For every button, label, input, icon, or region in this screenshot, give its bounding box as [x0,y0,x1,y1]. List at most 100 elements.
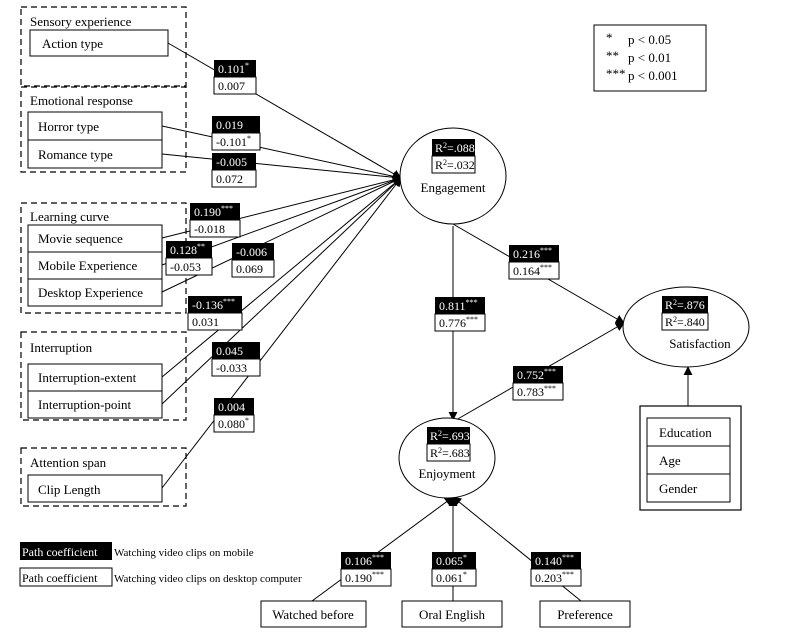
coef-enj-sat-desktop: 0.783*** [517,384,556,399]
group-interruption: Interruption [20,331,187,421]
enjoyment-r2-desktop: R2=.683 [430,446,470,460]
engagement-r2-desktop: R2=.032 [435,158,475,172]
var-desktop-experience-label: Desktop Experience [38,285,143,300]
var-movie-sequence: Movie sequence [27,224,163,253]
coef-mobile-exp-mobile: 0.128** [170,242,205,257]
group-emotional-label: Emotional response [30,93,133,108]
var-oral-english-label: Oral English [419,607,486,622]
path-key-mobile-text: Watching video clips on mobile [114,547,254,559]
path-key-desktop-box: Path coefficient [22,571,98,585]
arrow-romance-engagement [161,153,402,182]
coef-preference: 0.140*** 0.203*** [530,552,582,587]
coef-preference-desktop: 0.203*** [535,570,574,585]
var-mobile-experience-label: Mobile Experience [38,258,137,273]
legend-stars-1: * [606,30,613,45]
var-horror-label: Horror type [38,119,99,134]
coef-int-extent-desktop: 0.031 [192,315,219,329]
coef-movie-seq: 0.190*** -0.018 [189,203,241,238]
path-key: Path coefficient Watching video clips on… [19,542,302,587]
coef-romance: -0.005 0.072 [211,153,257,188]
coef-watched-mobile: 0.106*** [345,553,384,568]
var-education-label: Education [659,425,712,440]
var-horror: Horror type [27,111,163,141]
coef-eng-sat: 0.216*** 0.164*** [508,245,560,280]
var-oral-english: Oral English [401,600,503,628]
coefficient-labels: 0.101* 0.007 0.019-0.101* -0.005 0.072 0.190*… [165,60,582,587]
coef-action-mobile: 0.101* [218,61,249,76]
coef-eng-sat-desktop: 0.164*** [513,263,552,278]
var-mobile-experience: Mobile Experience [27,251,163,280]
group-learning-label: Learning curve [30,209,109,224]
var-watched-before: Watched before [260,600,367,628]
control-variables: Education Age Gender [639,405,742,511]
legend-stars-2: ** [606,48,619,63]
structural-arrows [311,223,693,602]
satisfaction-label: Satisfaction [669,336,731,351]
path-key-mobile-box: Path coefficient [22,545,98,559]
coef-int-extent: -0.136***0.031 [187,296,243,331]
coef-int-point-mobile: 0.045 [216,344,243,358]
var-clip-length-label: Clip Length [38,482,101,497]
group-interruption-label: Interruption [30,340,93,355]
coef-watched-desktop: 0.190*** [345,570,384,585]
var-interruption-extent-label: Interruption-extent [38,370,137,385]
coef-action-desktop: 0.007 [218,79,245,93]
coef-action: 0.101* 0.007 [213,60,257,95]
group-attention-label: Attention span [30,455,107,470]
arrow-intextent-engagement [161,177,402,378]
var-desktop-experience: Desktop Experience [27,278,163,307]
var-age-label: Age [659,453,681,468]
var-preference: Preference [539,600,631,628]
coef-eng-enj-desktop: 0.776*** [439,315,478,330]
coef-oral-mobile: 0.065* [436,553,467,568]
significance-legend: * p < 0.05 ** p < 0.01 *** p < 0.001 [593,24,707,92]
var-preference-label: Preference [557,607,613,622]
coef-eng-sat-mobile: 0.216*** [513,246,552,261]
legend-stars-3: *** [606,66,626,81]
coef-eng-enj: 0.811*** 0.776*** [434,297,486,332]
coef-movie-seq-mobile: 0.190*** [194,204,233,219]
node-satisfaction: R2=.876 R2=.840 Satisfaction [622,286,750,368]
coef-horror: 0.019-0.101* [211,116,261,151]
arrow-cliplength-engagement [161,177,402,489]
path-key-desktop-text: Watching video clips on desktop computer [114,573,302,585]
coef-horror-desktop: -0.101* [216,134,251,149]
group-attention: Attention span [20,447,187,507]
var-interruption-extent: Interruption-extent [27,363,163,392]
coef-mobile-exp: 0.128** -0.053 [165,241,213,276]
coef-mobile-exp-desktop: -0.053 [170,260,201,274]
enjoyment-label: Enjoyment [418,466,475,481]
coef-clip-length-mobile: 0.004 [218,400,245,414]
coef-eng-enj-mobile: 0.811*** [439,298,478,313]
engagement-r2-mobile: R2=.088 [435,141,475,155]
group-sensory: Sensory experience [20,6,187,87]
coef-romance-desktop: 0.072 [216,172,243,186]
legend-text-1: p < 0.05 [628,32,671,47]
coef-enj-sat-mobile: 0.752*** [517,367,556,382]
arrow-watched-enjoyment [311,496,454,602]
satisfaction-r2-desktop: R2=.840 [665,315,705,329]
var-clip-length: Clip Length [27,474,163,503]
var-watched-before-label: Watched before [272,607,354,622]
satisfaction-r2-mobile: R2=.876 [665,298,705,312]
coef-enj-sat: 0.752*** 0.783*** [512,366,564,401]
var-interruption-point-label: Interruption-point [38,397,132,412]
coef-oral-desktop: 0.061* [436,570,467,585]
coef-int-point: 0.045 -0.033 [211,342,261,377]
coef-clip-length-desktop: 0.080* [218,416,249,431]
enjoyment-r2-mobile: R2=.693 [430,429,470,443]
var-gender-label: Gender [659,481,698,496]
coef-int-point-desktop: -0.033 [216,361,247,375]
node-enjoyment: R2=.693 R2=.683 Enjoyment [398,417,496,499]
coef-romance-mobile: -0.005 [216,155,247,169]
coef-watched: 0.106*** 0.190*** [340,552,392,587]
var-action: Action type [29,29,169,57]
arrow-horror-engagement [161,125,402,181]
arrow-action-engagement [167,42,402,179]
var-interruption-point: Interruption-point [27,390,163,419]
coef-movie-seq-desktop: -0.018 [194,222,225,236]
coef-preference-mobile: 0.140*** [535,553,574,568]
